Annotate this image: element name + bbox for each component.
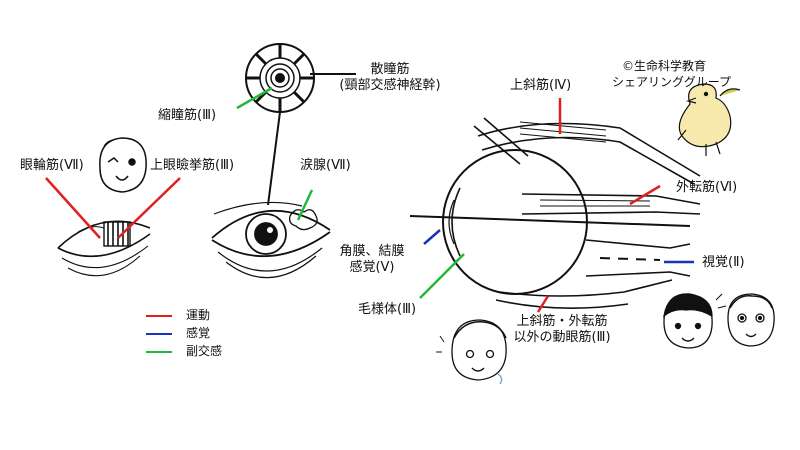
legend-item-motor: 運動	[146, 308, 210, 322]
label-constrictor-muscle: 縮瞳筋(Ⅲ)	[158, 108, 217, 123]
label-oculomotor-muscles-line2: 以外の動眼筋(Ⅲ)	[513, 330, 611, 345]
copyright-line-1: ©生命科学教育	[622, 59, 707, 73]
label-oculomotor-muscles-line1: 上斜筋・外転筋	[516, 314, 608, 329]
copyright-line-2: シェアリンググループ	[612, 75, 732, 89]
label-lateral-rectus: 外転筋(Ⅵ)	[676, 180, 738, 195]
label-orbicularis-oculi: 眼輪筋(Ⅶ)	[20, 158, 84, 173]
surprised-faces-illustration	[663, 293, 775, 349]
label-dilator-muscle-line1: 散瞳筋	[370, 62, 410, 77]
label-superior-oblique: 上斜筋(Ⅳ)	[510, 78, 572, 93]
front-eye	[211, 201, 331, 279]
label-levator-palpebrae: 上眼瞼挙筋(Ⅲ)	[150, 158, 235, 173]
legend-item-sensory: 感覚	[146, 326, 210, 340]
label-vision: 視覚(Ⅱ)	[702, 255, 745, 270]
legend-label-parasympathetic: 副交感	[186, 344, 223, 358]
legend-swatch-motor	[146, 314, 172, 317]
label-dilator-muscle-line2: (頸部交感神経幹)	[339, 78, 441, 93]
label-lacrimal-gland: 涙腺(Ⅶ)	[300, 158, 351, 173]
chick-illustration	[677, 83, 741, 156]
legend-label-motor: 運動	[186, 308, 211, 322]
label-oculomotor-muscles: 上斜筋・外転筋 以外の動眼筋(Ⅲ)	[502, 314, 622, 346]
iris-diagram	[245, 43, 315, 113]
wink-face-illustration	[99, 137, 147, 193]
eyelid-diagram	[57, 220, 151, 277]
label-cornea-sensation-line2: 感覚(Ⅴ)	[349, 260, 395, 275]
legend-label-sensory: 感覚	[186, 326, 211, 340]
label-cornea-sensation-line1: 角膜、結膜	[339, 244, 405, 259]
legend-item-parasympathetic: 副交感	[146, 344, 222, 358]
legend-swatch-parasympathetic	[146, 350, 172, 353]
label-cornea-sensation: 角膜、結膜 感覚(Ⅴ)	[330, 244, 414, 276]
worried-face-illustration	[436, 319, 507, 385]
label-ciliary-body: 毛様体(Ⅲ)	[358, 302, 417, 317]
legend-swatch-sensory	[146, 332, 172, 335]
eyeball-side-view	[409, 117, 701, 309]
label-dilator-muscle: 散瞳筋 (頸部交感神経幹)	[330, 62, 450, 94]
